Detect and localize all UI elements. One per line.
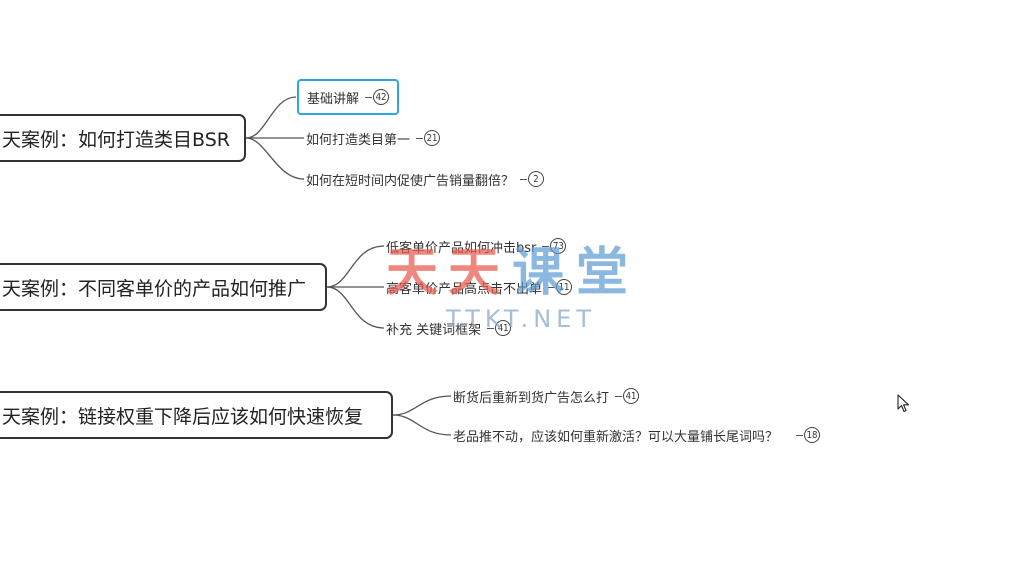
subtopic-tail [365,96,373,98]
subtopic-label: 补充 关键词框架 [386,322,482,338]
connector-b1-c1 [245,96,297,139]
connector-b2-c3 [326,286,385,329]
subtopic-2-1[interactable]: 低客单价产品如何冲击bsr 73 [386,236,567,256]
count-badge[interactable]: 41 [495,320,512,336]
subtopic-tail [520,178,528,180]
subtopic-3-1[interactable]: 断货后重新到货广告怎么打 41 [453,386,640,406]
connector-b3-c2 [392,414,452,436]
subtopic-1-3[interactable]: 如何在短时间内促使广告销量翻倍？ 2 [306,169,545,189]
main-topic-3-label: 天案例：链接权重下降后应该如何快速恢复 [2,405,364,428]
main-topic-2-label: 天案例：不同客单价的产品如何推广 [2,277,307,300]
subtopic-label: 如何打造类目第一 [306,132,411,148]
subtopic-tail [416,137,424,139]
subtopic-3-2[interactable]: 老品推不动，应该如何重新激活？可以大量铺长尾词吗？ 18 [453,425,821,445]
main-topic-3[interactable]: 天案例：链接权重下降后应该如何快速恢复 [0,391,393,439]
subtopic-tail [796,434,804,436]
subtopic-label: 低客单价产品如何冲击bsr [386,240,537,256]
main-topic-1-label: 天案例：如何打造类目BSR [2,128,230,151]
main-topic-2[interactable]: 天案例：不同客单价的产品如何推广 [0,263,327,311]
count-badge[interactable]: 73 [550,238,567,254]
count-badge[interactable]: 2 [528,171,545,187]
main-topic-1[interactable]: 天案例：如何打造类目BSR [0,114,246,162]
connector-b2-c1 [326,245,385,288]
subtopic-label: 老品推不动，应该如何重新激活？可以大量铺长尾词吗？ [453,429,779,445]
subtopic-2-2[interactable]: 高客单价产品高点击不出单 11 [386,277,573,297]
count-badge[interactable]: 21 [424,130,441,146]
subtopic-label: 断货后重新到货广告怎么打 [453,390,610,406]
subtopic-1-2[interactable]: 如何打造类目第一 21 [306,128,441,148]
mouse-cursor-icon [897,394,910,413]
subtopic-2-3[interactable]: 补充 关键词框架 41 [386,318,512,338]
connector-b3-c1 [392,395,452,416]
subtopic-tail [487,327,495,329]
subtopic-tail [615,395,623,397]
connector-b1-c3 [245,137,305,180]
subtopic-tail [548,286,556,288]
count-badge[interactable]: 11 [556,279,573,295]
subtopic-label: 基础讲解 [307,91,360,107]
count-badge[interactable]: 42 [373,89,390,105]
subtopic-1-1[interactable]: 基础讲解 42 [297,79,400,115]
count-badge[interactable]: 41 [623,388,640,404]
subtopic-label: 高客单价产品高点击不出单 [386,281,543,297]
count-badge[interactable]: 18 [804,427,821,443]
subtopic-label: 如何在短时间内促使广告销量翻倍？ [306,173,515,189]
subtopic-tail [542,245,550,247]
